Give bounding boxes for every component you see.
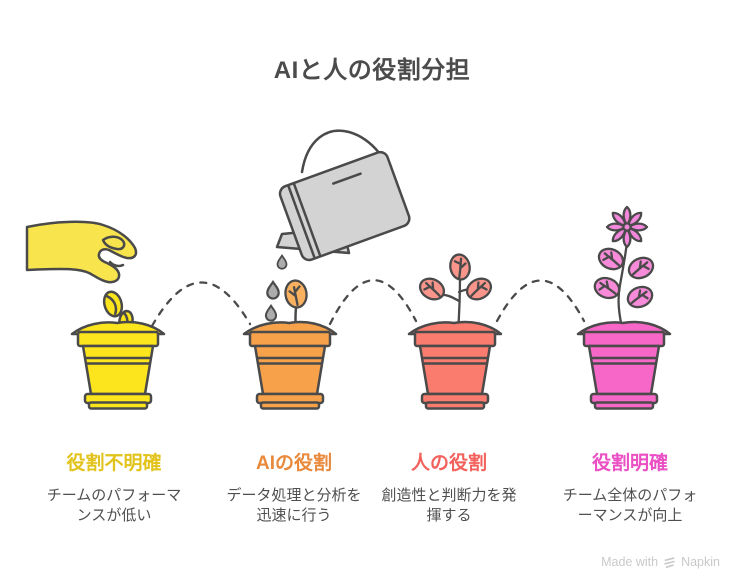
napkin-logo-icon	[664, 556, 675, 568]
stage-4-label: 役割明確	[591, 453, 668, 474]
pot-2	[242, 320, 338, 410]
hand-icon	[25, 220, 138, 284]
arc-1	[150, 281, 252, 328]
stage-2-label: AIの役割	[255, 453, 332, 474]
watermark-text: Made with	[601, 555, 659, 569]
stage-4-text: 役割明確 チーム全体のパフォ ーマンスが向上	[540, 452, 720, 526]
stage-1-text: 役割不明確 チームのパフォーマ ンスが低い	[24, 452, 204, 526]
plant-leaves	[415, 251, 496, 305]
flower-blossom-icon	[605, 205, 649, 249]
watering-can-icon	[275, 150, 411, 262]
stage-2-description: データ処理と分析を 迅速に行う	[226, 487, 362, 524]
stage-2-text: AIの役割 データ処理と分析を 迅速に行う	[204, 452, 384, 526]
stage-3-illustration	[407, 251, 503, 410]
stage-3-text: 人の役割 創造性と判断力を発 揮する	[359, 452, 539, 526]
falling-seed-icon	[102, 290, 124, 318]
stage-3-label: 人の役割	[410, 453, 487, 474]
flower-stem	[617, 239, 629, 334]
stage-4-illustration	[576, 205, 672, 410]
pot-1	[70, 320, 166, 410]
pot-4	[576, 320, 672, 410]
watermark-brand: Napkin	[681, 555, 720, 569]
stage-1-illustration	[25, 220, 166, 410]
stage-1-label: 役割不明確	[66, 453, 162, 474]
stage-1-description: チームのパフォーマ ンスが低い	[46, 487, 182, 524]
water-drops-icon	[264, 254, 288, 322]
arc-3	[495, 279, 586, 323]
stage-4-description: チーム全体のパフォ ーマンスが向上	[562, 487, 698, 524]
stage-3-description: 創造性と判断力を発 揮する	[381, 487, 517, 524]
pot-3	[407, 320, 503, 410]
arc-2	[328, 279, 418, 326]
connector-arcs	[150, 279, 586, 328]
stage-2-illustration	[242, 129, 411, 410]
napkin-watermark[interactable]: Made with Napkin	[601, 555, 720, 569]
page-title: AIと人の役割分担	[273, 57, 471, 84]
